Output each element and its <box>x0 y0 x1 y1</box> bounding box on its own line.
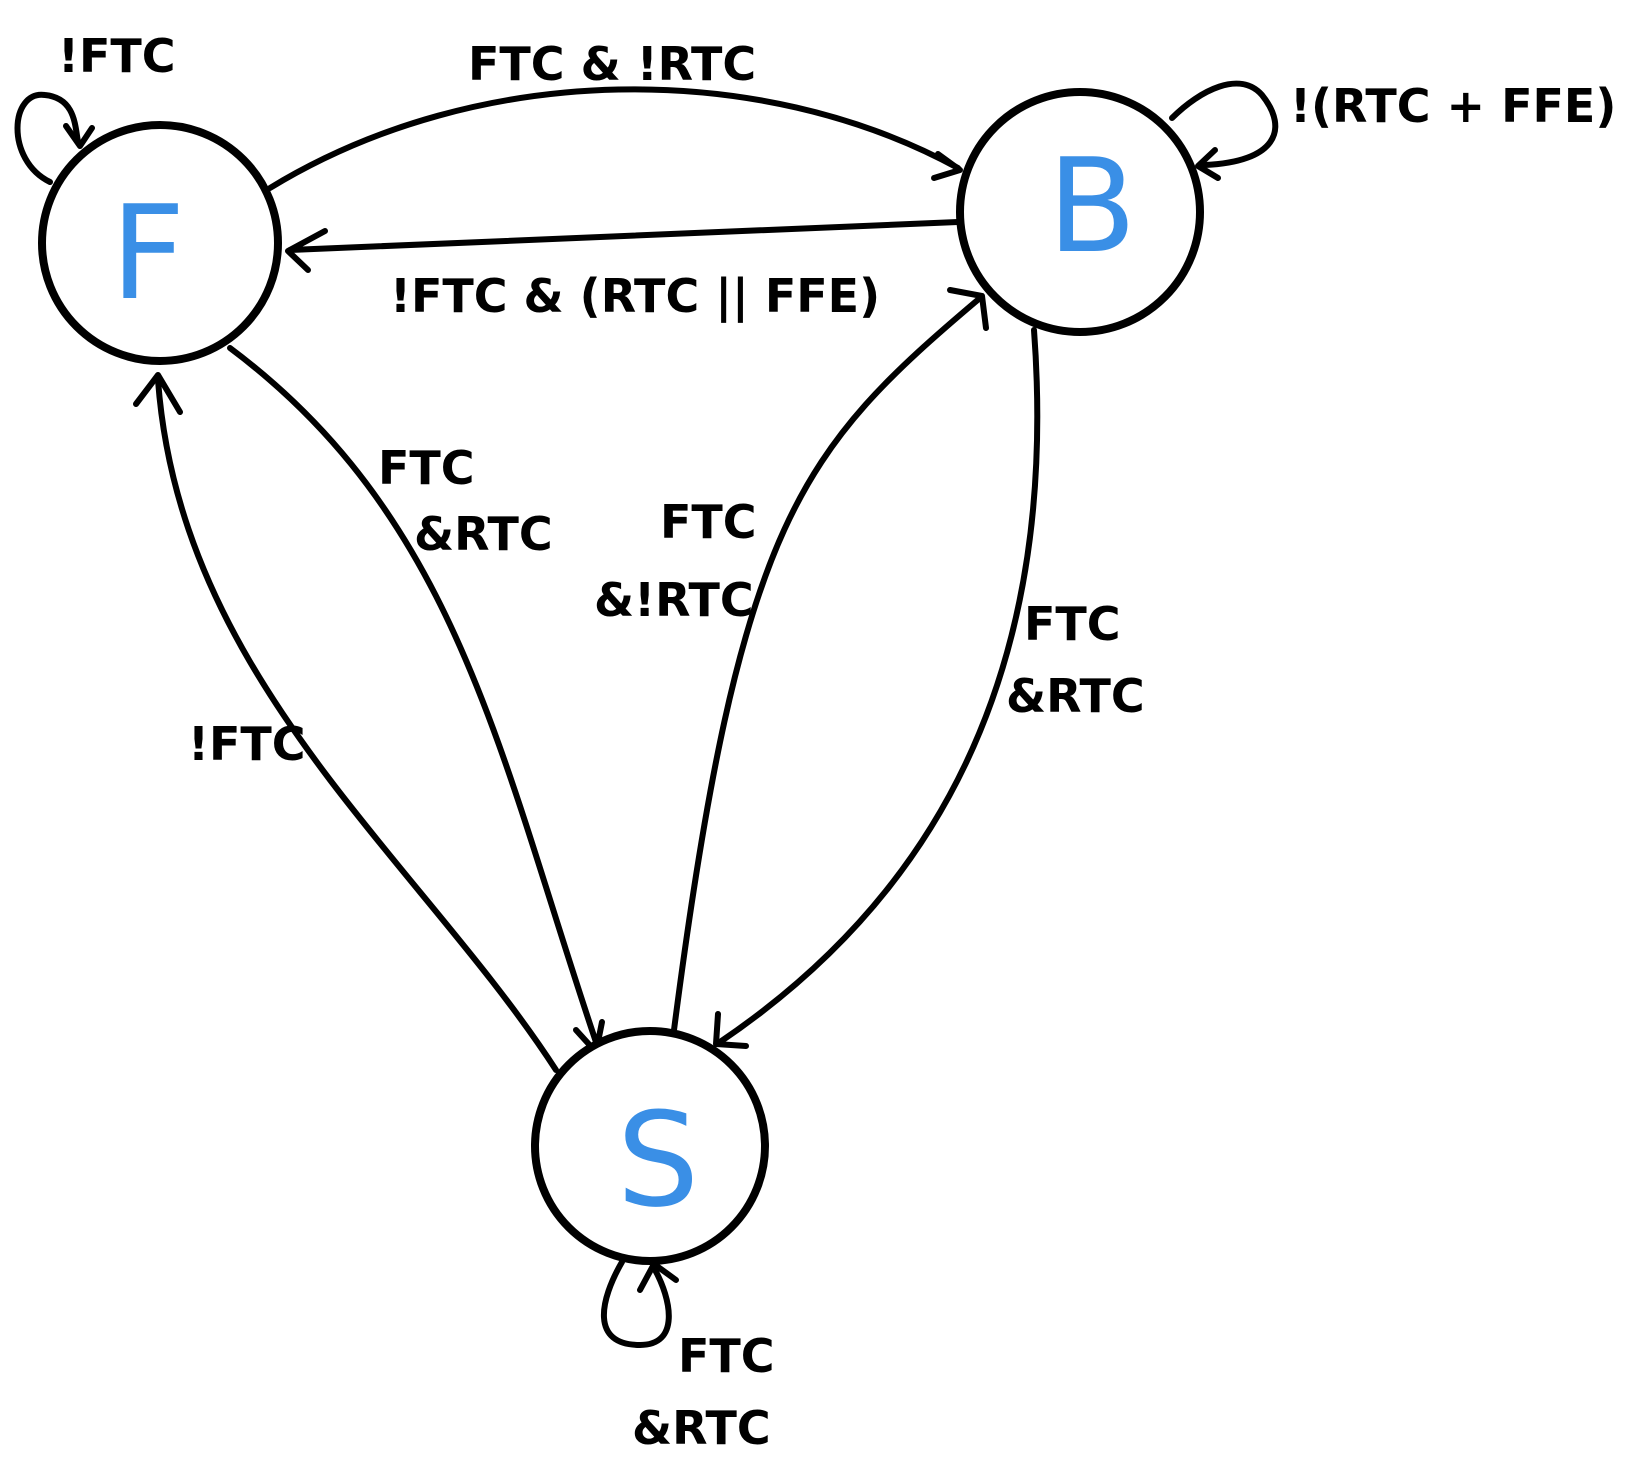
edge-label-b-to-f: !FTC & (RTC || FFE) <box>390 269 880 324</box>
edge-s-to-f <box>133 372 559 1073</box>
edge-label-s-self-loop-line2: &RTC <box>632 1401 771 1455</box>
edge-label-b-self-loop: !(RTC + FFE) <box>1290 79 1616 133</box>
state-s[interactable]: S <box>531 1027 769 1265</box>
edge-b-self-loop <box>1169 80 1279 181</box>
edge-label-f-to-s-line1: FTC <box>378 441 475 495</box>
state-s-label: S <box>617 1084 700 1236</box>
edge-b-to-s <box>713 327 1041 1049</box>
edge-label-b-to-s-line1: FTC <box>1024 597 1121 651</box>
edge-label-b-to-s-line2: &RTC <box>1006 669 1145 723</box>
edge-label-s-to-f: !FTC <box>188 717 306 771</box>
state-f-label: F <box>111 177 186 329</box>
edge-f-to-b <box>267 86 963 191</box>
edge-label-s-self-loop-line1: FTC <box>678 1329 775 1383</box>
edge-b-to-f <box>285 219 961 273</box>
edge-label-s-to-b-line1: FTC <box>660 495 757 549</box>
edge-s-to-b <box>671 287 989 1033</box>
edge-label-f-self-loop: !FTC <box>58 29 176 83</box>
state-b[interactable]: B <box>956 88 1204 336</box>
state-b-circle <box>956 88 1204 336</box>
edge-label-s-to-b-line2: &!RTC <box>594 573 754 627</box>
edge-label-f-to-s-line2: &RTC <box>414 507 553 561</box>
edge-f-self-loop <box>14 91 95 185</box>
state-f[interactable]: F <box>38 121 282 365</box>
state-f-circle <box>38 121 282 365</box>
state-b-label: B <box>1047 130 1136 282</box>
state-s-circle <box>531 1027 769 1265</box>
edge-s-self-loop <box>601 1259 679 1348</box>
edge-label-f-to-b: FTC & !RTC <box>468 37 756 91</box>
